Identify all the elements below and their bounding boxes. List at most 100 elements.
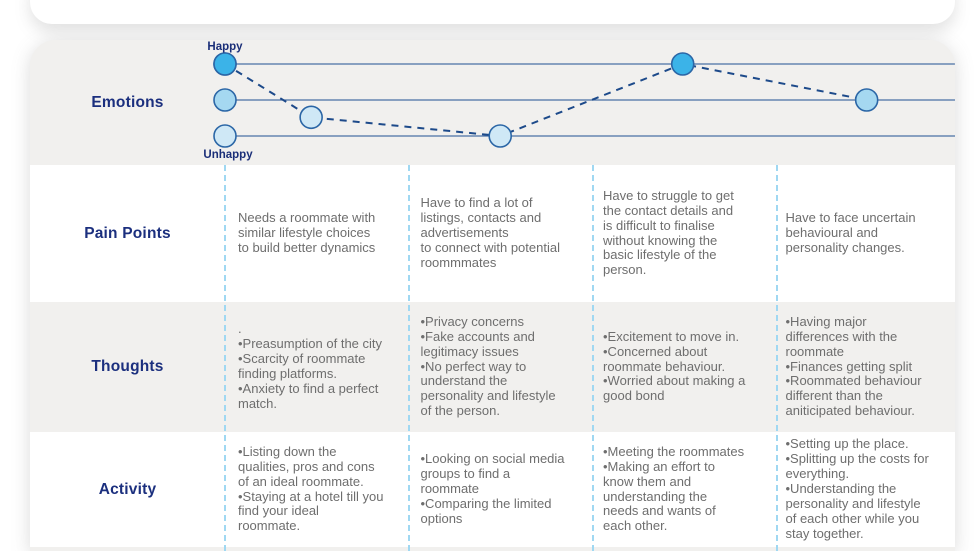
text-line: the contact details and [603,202,734,218]
text-line: •Making an effort to [603,458,715,474]
text-line: legitimacy issues [420,343,519,359]
text-line: •Worried about making a [603,373,746,389]
text-line: good bond [603,388,665,404]
journey-cell-activity-3: •Meeting the roommates•Making an effort … [590,432,773,547]
row-label-emotions: Emotions [91,93,164,111]
text-line: options [420,510,463,526]
text-line: •Looking on social media [420,451,565,467]
emotion-point-dot [488,124,513,148]
journey-cell-activity-4: •Setting up the place.•Splitting up the … [773,432,956,547]
text-line: •Comparing the limited [420,495,552,511]
text-line: similar lifestyle choices [238,225,371,241]
happy-axis-label: Happy [207,41,243,53]
text-line: personality and lifestyle [785,495,921,511]
text-line: match. [238,395,278,411]
text-line: Have to struggle to get [603,187,734,203]
text-line: . [238,321,242,337]
emotion-point-dot [299,105,323,130]
text-line: •No perfect way to [420,358,527,374]
text-line: •Excitement to move in. [603,328,740,344]
text-line: needs and wants of [603,503,716,519]
text-line: roommate. [238,518,301,534]
text-line: finding platforms. [238,366,337,381]
text-line: behavioural and [785,225,879,241]
text-line: personality and lifestyle [420,388,556,404]
text-line: understanding the [603,488,708,504]
text-line: of each other while you [785,510,920,526]
text-line: •Fake accounts and [420,328,535,344]
column-separator [408,165,410,551]
column-separator [776,165,778,551]
text-line: •Finances getting split [785,358,913,374]
text-line: Have to find a lot of [420,195,533,211]
emotion-point-dot [670,52,695,76]
emotion-scale-dot [213,88,237,112]
text-line: without knowing the [603,232,718,248]
text-line: of an ideal roommate. [238,473,364,489]
text-line: •Having major [785,313,867,329]
text-line: aniticipated behaviour. [785,403,915,419]
text-line: is difficult to finalise [603,217,715,233]
text-line: •Meeting the roommates [603,443,745,459]
text-line: Needs a roommate with [238,210,376,226]
text-line: qualities, pros and cons [238,458,375,474]
text-line: •Splitting up the costs for [785,451,929,467]
text-line: •Understanding the [785,481,897,497]
row-label-thoughts: Thoughts [91,358,164,375]
text-line: •Preasumption of the city [238,336,383,352]
row-thoughts: Thoughts .•Preasumption of the city•Scar… [30,302,955,432]
text-line: Have to face uncertain [785,210,916,226]
text-line: roommate [785,343,845,359]
text-line: •Concerned about [603,343,708,359]
text-line: •Listing down the [238,443,337,459]
text-line: stay together. [785,525,864,541]
row-next-partial [30,547,955,551]
text-line: find your ideal [238,503,319,519]
emotion-scale-dot [213,124,237,148]
text-line: •Setting up the place. [785,436,909,452]
text-line: listings, contacts and [420,210,542,226]
text-line: advertisements [420,225,509,241]
text-line: personality changes. [785,239,905,255]
text-line: each other. [603,518,668,534]
thoughts-cells: .•Preasumption of the city•Scarcity of r… [225,302,955,432]
top-card [30,0,955,24]
emotion-point-dot [213,52,237,76]
text-line: to build better dynamics [238,239,376,255]
text-line: •Staying at a hotel till you [238,488,384,504]
journey-cell-thoughts-1: .•Preasumption of the city•Scarcity of r… [225,302,408,432]
text-line: know them and [603,473,692,489]
text-line: roommmates [420,254,497,270]
row-label-pain-points: Pain Points [84,224,171,242]
text-line: basic lifestyle of the [603,247,717,263]
text-line: •Privacy concerns [420,313,525,329]
text-line: to connect with potential [420,239,560,255]
text-line: •Anxiety to find a perfect [238,380,379,396]
unhappy-axis-label: Unhappy [203,149,253,161]
text-line: groups to find a [420,466,511,482]
text-line: roommate behaviour. [603,358,726,374]
text-line: person. [603,262,647,278]
text-line: everything. [785,466,850,482]
row-label-activity: Activity [98,480,157,498]
text-line: of the person. [420,403,501,419]
column-separator [224,165,226,551]
